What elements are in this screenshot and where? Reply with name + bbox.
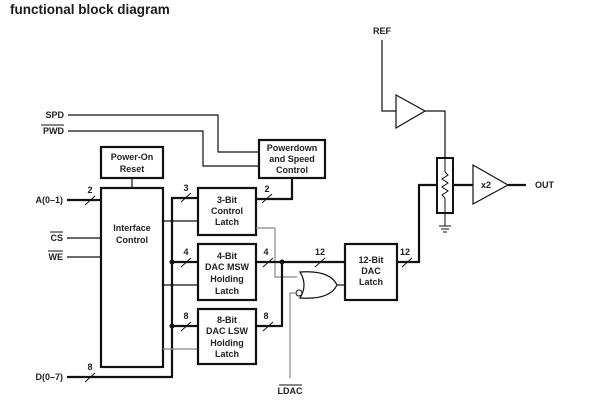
ground-icon <box>439 213 451 233</box>
or-gate <box>295 271 338 299</box>
svg-text:Control: Control <box>116 235 148 245</box>
ctrl-out-bus <box>256 178 294 201</box>
pwd-wire <box>68 130 259 167</box>
a-bus-slash <box>84 195 96 206</box>
ctrl-out-slash <box>261 193 273 204</box>
pwd-label: PWD <box>43 126 64 136</box>
ref-label: REF <box>373 26 392 36</box>
pwd-label-group: PWD <box>41 124 64 136</box>
msw-in-width: 4 <box>183 247 188 257</box>
svg-text:Latch: Latch <box>359 277 383 287</box>
dac-out-slash <box>401 257 413 268</box>
dac-in-width: 12 <box>315 247 325 257</box>
svg-text:Holding: Holding <box>210 338 244 348</box>
buffer-out-wire <box>425 110 446 158</box>
interface-control-block: Interface Control <box>99 186 165 369</box>
svg-text:Reset: Reset <box>120 164 145 174</box>
svg-text:DAC: DAC <box>361 266 381 276</box>
dac-in-slash <box>314 257 326 268</box>
cs-label: CS <box>50 233 63 243</box>
lsw-out-slash <box>262 321 274 332</box>
svg-text:Latch: Latch <box>215 349 239 359</box>
ctrl-ldac-wire <box>256 227 297 278</box>
diagram-title: functional block diagram <box>10 2 170 17</box>
spd-label: SPD <box>45 110 64 120</box>
svg-text:Power-On: Power-On <box>111 152 154 162</box>
a-label: A(0–1) <box>35 195 63 205</box>
ldac-label: LDAC <box>278 386 303 396</box>
ctrl-in-slash <box>180 192 192 203</box>
invert-bubble <box>295 289 303 297</box>
ctrl-in-width: 3 <box>183 183 188 193</box>
powerdown-speed-control-block: Powerdown and Speed Control <box>257 138 327 180</box>
svg-text:12-Bit: 12-Bit <box>358 255 383 265</box>
ref-wire <box>381 40 396 112</box>
svg-text:Holding: Holding <box>210 274 244 284</box>
spd-wire <box>68 114 259 153</box>
amp-gain-label: x2 <box>481 180 491 190</box>
svg-text:3-Bit: 3-Bit <box>217 195 237 205</box>
lsw-junction <box>169 323 175 329</box>
resistor-icon <box>441 171 449 199</box>
svg-text:Control: Control <box>276 165 308 175</box>
msw-junction <box>169 259 175 265</box>
ldac-wire <box>289 292 296 378</box>
d-bus-slash <box>84 372 96 383</box>
msw-out-width: 4 <box>263 247 268 257</box>
resistor-string <box>436 157 454 214</box>
power-on-reset-block: Power-On Reset <box>99 145 165 180</box>
svg-text:Latch: Latch <box>215 286 239 296</box>
svg-text:Interface: Interface <box>113 223 151 233</box>
svg-text:DAC MSW: DAC MSW <box>205 262 249 272</box>
dac-out-width: 12 <box>400 247 410 257</box>
we-label: WE <box>49 252 64 262</box>
merge-junction <box>279 259 285 265</box>
svg-text:8-Bit: 8-Bit <box>217 315 237 325</box>
svg-text:Latch: Latch <box>215 217 239 227</box>
svg-text:DAC LSW: DAC LSW <box>206 326 248 336</box>
ctrl-out-width: 2 <box>264 184 269 194</box>
svg-text:4-Bit: 4-Bit <box>217 251 237 261</box>
lsw-out-width: 8 <box>263 311 268 321</box>
output-amplifier: x2 <box>472 163 510 206</box>
msw-holding-latch-block: 4-Bit DAC MSW Holding Latch <box>196 242 258 302</box>
d-label: D(0–7) <box>35 372 63 382</box>
lsw-in-width: 8 <box>183 311 188 321</box>
control-latch-block: 3-Bit Control Latch <box>196 186 258 237</box>
lsw-holding-latch-block: 8-Bit DAC LSW Holding Latch <box>196 307 258 366</box>
svg-text:Control: Control <box>211 206 243 216</box>
ref-buffer <box>395 93 427 130</box>
dac-latch-block: 12-Bit DAC Latch <box>343 242 399 302</box>
msw-in-slash <box>180 257 192 268</box>
out-label: OUT <box>535 180 555 190</box>
svg-text:and Speed: and Speed <box>269 154 315 164</box>
lsw-in-slash <box>180 321 192 332</box>
svg-text:Powerdown: Powerdown <box>267 143 318 153</box>
lsw-out-bus <box>256 262 284 328</box>
a-bus-width: 2 <box>87 185 92 195</box>
msw-out-slash <box>262 257 274 268</box>
d-bus-width: 8 <box>87 362 92 372</box>
